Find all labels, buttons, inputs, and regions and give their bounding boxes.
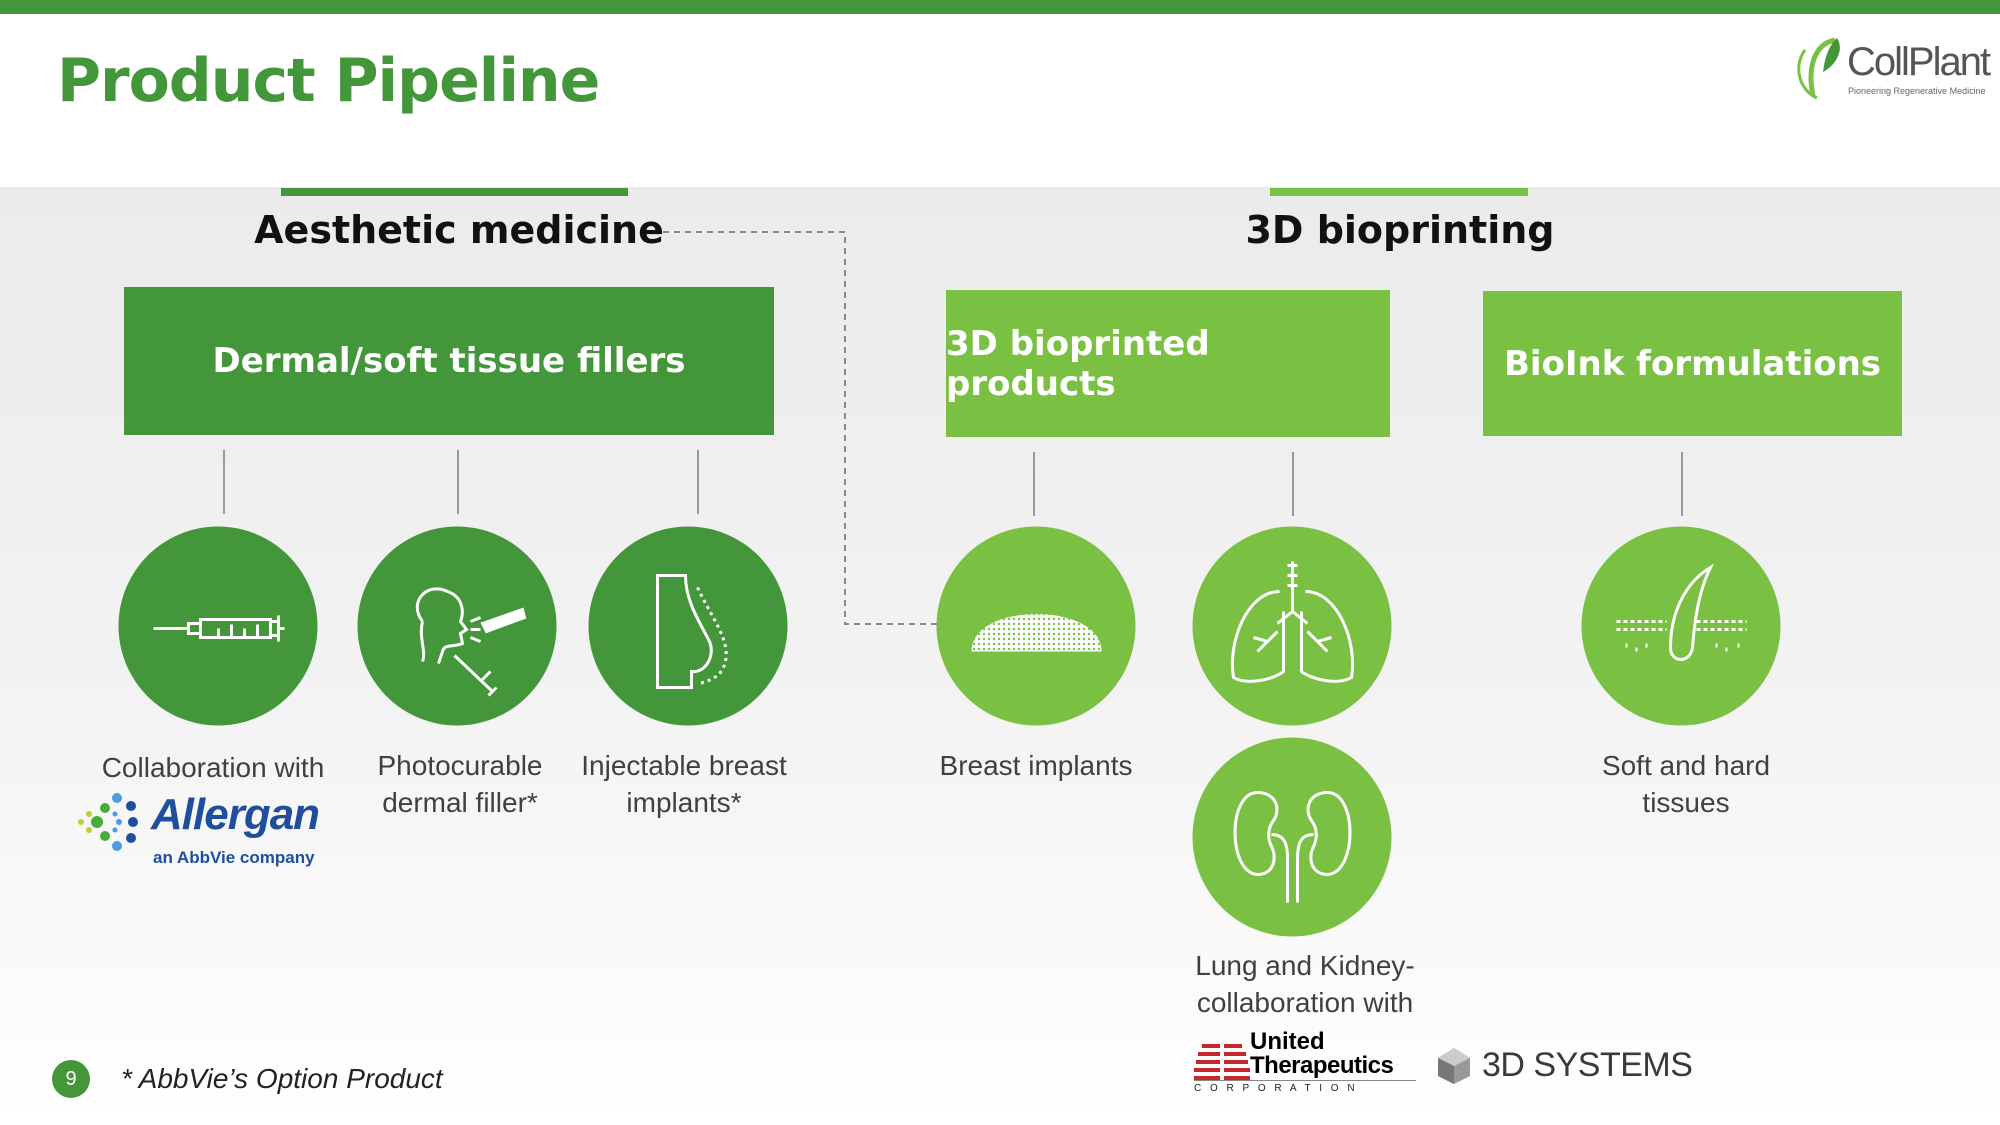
logo-tagline: Pioneering Regenerative Medicine [1848, 86, 1986, 96]
logo-wordmark: CollPlant [1847, 40, 1991, 84]
top-accent-bar [0, 0, 2000, 14]
connector-line [1681, 452, 1683, 516]
connector-line [1033, 452, 1035, 516]
connector-line [223, 450, 225, 514]
3d-systems-logo: 3D SYSTEMS [1434, 1046, 1693, 1090]
ut-line1: United [1250, 1028, 1325, 1055]
dermal-fillers-box: Dermal/soft tissue fillers [124, 287, 774, 435]
breast-implants-label: Breast implants [939, 750, 1133, 781]
bioink-box: BioInk formulations [1483, 291, 1902, 436]
3d-systems-wordmark: 3D SYSTEMS [1482, 1046, 1693, 1084]
collplant-logo: CollPlant Pioneering Regenerative Medici… [1795, 36, 1991, 106]
hair-follicle-icon [1581, 526, 1781, 726]
page-number: 9 [52, 1060, 90, 1098]
allergan-subtitle: an AbbVie company [153, 848, 315, 867]
united-therapeutics-logo: United Therapeutics C O R P O R A T I O … [1194, 1030, 1416, 1098]
leaf-icon [1797, 37, 1840, 100]
aesthetic-heading: Aesthetic medicine [254, 208, 664, 252]
bioprinting-accent-bar [1270, 188, 1528, 196]
face-injection-icon [357, 526, 557, 726]
allergan-logo: Allergan an AbbVie company [77, 790, 337, 870]
lungs-logo-icon [1194, 1044, 1250, 1080]
allergan-dots-icon [78, 793, 138, 851]
connector-line [1292, 452, 1294, 516]
lung-kidney-label: Lung and Kidney-collaboration with [1195, 950, 1415, 1018]
breast-profile-icon [588, 526, 788, 726]
ut-line2: Therapeutics [1250, 1052, 1394, 1079]
bioprinted-products-box: 3D bioprinted products [946, 290, 1390, 437]
connector-line [697, 450, 699, 514]
kidney-icon [1192, 737, 1392, 937]
collaboration-label: Collaboration with [101, 752, 325, 783]
allergan-wordmark: Allergan [151, 790, 320, 839]
3d-cube-icon [1438, 1048, 1470, 1084]
page-title: Product Pipeline [57, 46, 600, 116]
footnote: * AbbVie’s Option Product [121, 1063, 443, 1094]
bioprinting-heading: 3D bioprinting [1245, 208, 1555, 252]
aesthetic-accent-bar [281, 188, 628, 196]
mesh-implant-icon [936, 526, 1136, 726]
connector-line [457, 450, 459, 514]
syringe-icon [118, 526, 318, 726]
lung-icon [1192, 526, 1392, 726]
ut-line3: C O R P O R A T I O N [1194, 1080, 1416, 1094]
